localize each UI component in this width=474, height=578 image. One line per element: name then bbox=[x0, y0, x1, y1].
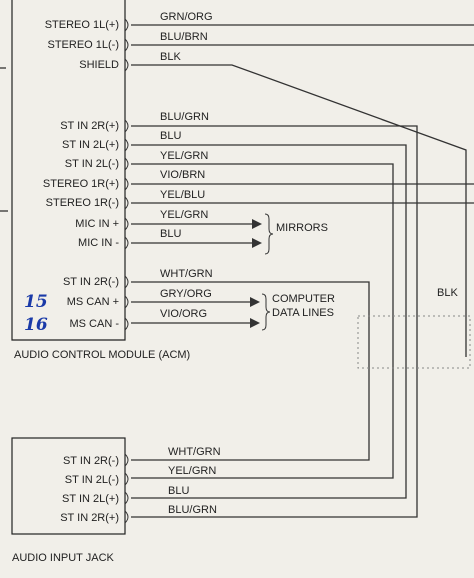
pin-st-in-2l-minus: ST IN 2L(-) bbox=[65, 158, 119, 170]
pin-stereo-1l-minus: STEREO 1L(-) bbox=[47, 39, 119, 51]
jack-pin-labels: ST IN 2R(-) ST IN 2L(-) ST IN 2L(+) ST I… bbox=[60, 455, 119, 524]
handwritten-15: 15 bbox=[24, 292, 48, 312]
jack-wire-label-wht-grn: WHT/GRN bbox=[168, 446, 221, 458]
wire-label-blu: BLU bbox=[160, 130, 181, 142]
data-lines-brace bbox=[261, 293, 271, 331]
jack-wire-label-blu-grn: BLU/GRN bbox=[168, 504, 217, 516]
wire-label-blu-grn: BLU/GRN bbox=[160, 111, 209, 123]
pin-stereo-1r-plus: STEREO 1R(+) bbox=[43, 178, 119, 190]
pin-st-in-2r-minus: ST IN 2R(-) bbox=[63, 276, 119, 288]
wire-label-yel-blu: YEL/BLU bbox=[160, 189, 205, 201]
jack-caption: AUDIO INPUT JACK bbox=[12, 552, 115, 564]
handwritten-16: 16 bbox=[24, 315, 48, 335]
wire-label-blk: BLK bbox=[160, 51, 181, 63]
pin-stereo-1l-plus: STEREO 1L(+) bbox=[45, 19, 119, 31]
jack-wire-labels: WHT/GRN YEL/GRN BLU BLU/GRN bbox=[168, 446, 221, 516]
jack-pin-st-in-2r-plus: ST IN 2R(+) bbox=[60, 512, 119, 524]
blk-label: BLK bbox=[437, 287, 458, 299]
pin-mic-in-plus: MIC IN + bbox=[75, 218, 119, 230]
jack-pin-st-in-2l-plus: ST IN 2L(+) bbox=[62, 493, 119, 505]
wire-label-blu-brn: BLU/BRN bbox=[160, 31, 208, 43]
mirrors-brace bbox=[264, 213, 274, 255]
dotted-connector bbox=[357, 315, 471, 369]
wire-wht-grn bbox=[131, 281, 370, 461]
wire-label-yel-grn: YEL/GRN bbox=[160, 150, 208, 162]
data-lines-arrows bbox=[131, 293, 271, 331]
mirrors-label: MIRRORS bbox=[276, 222, 328, 234]
wire-label-grn-org: GRN/ORG bbox=[160, 11, 213, 23]
jack-box bbox=[11, 437, 126, 535]
jack-pin-st-in-2r-minus: ST IN 2R(-) bbox=[63, 455, 119, 467]
wire-label-gry-org: GRY/ORG bbox=[160, 288, 212, 300]
computer-label: COMPUTER bbox=[272, 293, 335, 305]
pin-shield: SHIELD bbox=[79, 59, 119, 71]
pin-st-in-2r-plus: ST IN 2R(+) bbox=[60, 120, 119, 132]
wire-label-mic-yel-grn: YEL/GRN bbox=[160, 209, 208, 221]
jack-connectors bbox=[124, 453, 129, 524]
pin-ms-can-plus: MS CAN + bbox=[67, 296, 119, 308]
wire-label-vio-org: VIO/ORG bbox=[160, 308, 207, 320]
acm-wires bbox=[131, 24, 474, 518]
jack-wire-label-blu: BLU bbox=[168, 485, 189, 497]
acm-pin-labels: STEREO 1L(+) STEREO 1L(-) SHIELD ST IN 2… bbox=[43, 19, 119, 330]
mirrors-arrows bbox=[131, 213, 274, 255]
wire-blu-grn bbox=[131, 125, 418, 518]
acm-box bbox=[11, 0, 126, 341]
wire-label-wht-grn: WHT/GRN bbox=[160, 268, 213, 280]
wire-label-mic-blu: BLU bbox=[160, 228, 181, 240]
pin-st-in-2l-plus: ST IN 2L(+) bbox=[62, 139, 119, 151]
jack-pin-st-in-2l-minus: ST IN 2L(-) bbox=[65, 474, 119, 486]
acm-connectors bbox=[124, 18, 129, 331]
pin-mic-in-minus: MIC IN - bbox=[78, 237, 119, 249]
acm-wire-labels: GRN/ORG BLU/BRN BLK BLU/GRN BLU YEL/GRN … bbox=[160, 11, 213, 320]
wire-blu bbox=[131, 144, 407, 499]
pin-ms-can-minus: MS CAN - bbox=[70, 318, 120, 330]
wire-yel-grn bbox=[131, 163, 394, 479]
jack-wire-label-yel-grn: YEL/GRN bbox=[168, 465, 216, 477]
pin-stereo-1r-minus: STEREO 1R(-) bbox=[46, 197, 119, 209]
wire-blk-shield bbox=[131, 64, 467, 357]
acm-caption: AUDIO CONTROL MODULE (ACM) bbox=[14, 349, 190, 361]
data-lines-label: DATA LINES bbox=[272, 307, 334, 319]
wire-label-vio-brn: VIO/BRN bbox=[160, 169, 205, 181]
